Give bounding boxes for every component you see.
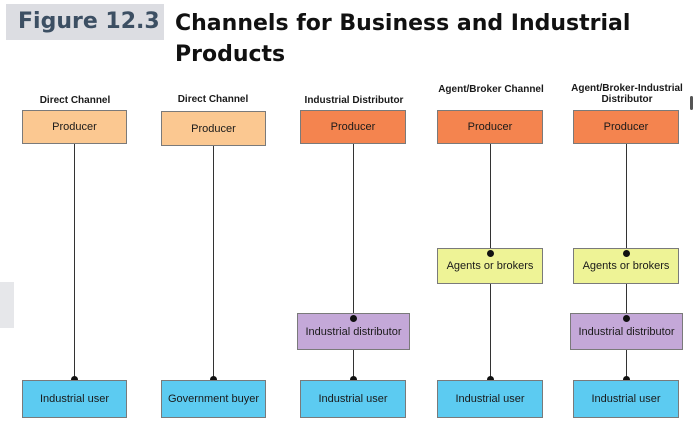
channel-line [353, 144, 354, 380]
column-heading-agent-broker-industrial-distributor: Agent/Broker-Industrial Distributor [571, 83, 683, 105]
industrial-user-box: Industrial user [22, 380, 127, 418]
producer-box: Producer [161, 111, 266, 146]
producer-box: Producer [437, 110, 543, 144]
producer-box: Producer [300, 110, 406, 144]
column-heading-industrial-distributor: Industrial Distributor [304, 95, 404, 106]
connector-dot [623, 250, 630, 257]
connector-dot [210, 376, 217, 383]
industrial-user-box: Industrial user [300, 380, 406, 418]
industrial-user-box: Industrial user [573, 380, 679, 418]
right-edge-mark [690, 96, 693, 110]
connector-dot [623, 376, 630, 383]
figure-title: Channels for Business and Industrial Pro… [175, 11, 631, 67]
column-heading-direct-channel-1: Direct Channel [39, 95, 111, 106]
agents-or-brokers-box: Agents or brokers [437, 248, 543, 284]
connector-dot [71, 376, 78, 383]
channel-line [74, 144, 75, 380]
column-heading-agent-broker-channel: Agent/Broker Channel [438, 84, 544, 95]
figure-header: Figure 12.3 Channels for Business and In… [0, 0, 698, 75]
connector-dot [487, 376, 494, 383]
producer-box: Producer [573, 110, 679, 144]
connector-dot [623, 315, 630, 322]
producer-box: Producer [22, 110, 127, 144]
left-edge-tab [0, 282, 14, 328]
channel-line [213, 145, 214, 380]
industrial-distributor-box: Industrial distributor [570, 313, 683, 350]
connector-dot [350, 315, 357, 322]
figure-label: Figure 12.3 [6, 4, 164, 40]
government-buyer-box: Government buyer [161, 380, 266, 418]
connector-dot [487, 250, 494, 257]
connector-dot [350, 376, 357, 383]
industrial-user-box: Industrial user [437, 380, 543, 418]
column-heading-direct-channel-2: Direct Channel [177, 94, 249, 105]
